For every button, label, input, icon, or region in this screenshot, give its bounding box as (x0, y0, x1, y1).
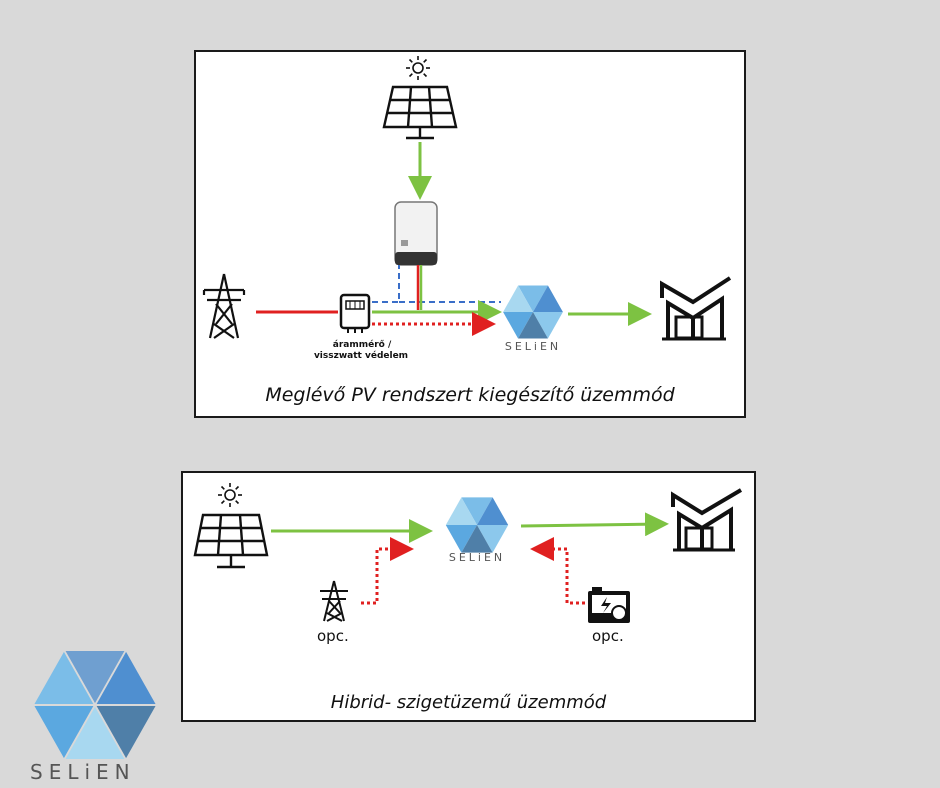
selien-to-house-arrow (520, 512, 669, 537)
selien-brand-text-top: SELiEN (505, 340, 561, 353)
solar-panel-icon (382, 85, 458, 140)
grid-optional-arrow (361, 537, 414, 605)
complement-mode-panel: SELiEN árammérő / visszwatt védelem Megl… (194, 50, 746, 418)
corner-brand-text: SELiEN (30, 760, 136, 784)
house-icon (671, 488, 743, 552)
power-tower-icon (320, 580, 348, 622)
meter-label-line1: árammérő / (332, 340, 392, 350)
complement-mode-caption: Meglévő PV rendszert kiegészítő üzemmód (265, 384, 675, 406)
solar-panel-icon (193, 513, 269, 569)
hybrid-mode-panel: SELiEN op (181, 471, 756, 722)
hybrid-mode-caption: Hibrid- szigetüzemű üzemmód (330, 692, 607, 713)
hybrid-mode-diagram: SELiEN (193, 483, 743, 623)
sun-icon (406, 56, 430, 80)
corner-selien-logo-icon (33, 650, 157, 760)
selien-brand-text-bottom: SELiEN (449, 551, 505, 564)
house-icon (660, 276, 732, 341)
selien-logo-icon (503, 285, 563, 339)
meter-label-line2: visszwatt védelem (313, 351, 409, 361)
generator-optional-arrow (530, 537, 585, 605)
inverter-icon (394, 201, 438, 266)
power-tower-icon (202, 273, 246, 339)
meter-icon (339, 293, 371, 333)
sun-icon (218, 483, 242, 507)
generator-icon (588, 587, 630, 623)
meter-signal-line (372, 265, 400, 303)
complement-mode-diagram: SELiEN (202, 56, 732, 353)
grid-optional-label: opc. (317, 627, 349, 645)
generator-optional-label: opc. (592, 627, 624, 645)
selien-logo-icon (445, 497, 509, 553)
